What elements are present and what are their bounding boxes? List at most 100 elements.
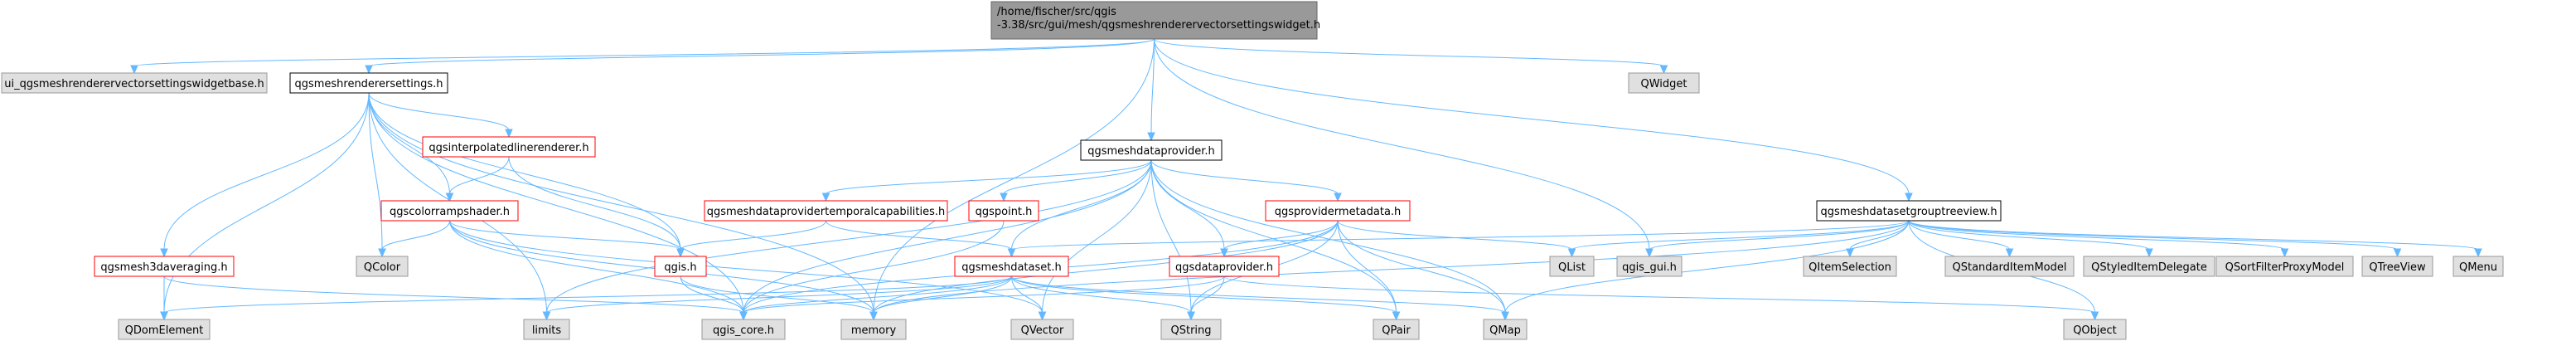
edge-root-to-qgis_gui <box>1154 38 1654 258</box>
node-label: qgsinterpolatedlinerenderer.h <box>429 142 588 154</box>
node-label: QMap <box>1489 324 1521 337</box>
node-qpair: QPair <box>1373 319 1420 340</box>
node-renderersettings[interactable]: qgsmeshrenderersettings.h <box>289 72 448 94</box>
edge-temporal-to-qgsh <box>676 220 826 258</box>
node-temporal[interactable]: qgsmeshdataprovidertemporalcapabilities.… <box>704 200 948 222</box>
node-qsortfilter: QSortFilterProxyModel <box>2215 256 2354 277</box>
edge-dataprovider-to-qvector <box>1038 159 1152 321</box>
edge-groupview-to-qstyled <box>1908 220 2153 258</box>
node-label: QStandardItemModel <box>1953 261 2067 274</box>
node-qstyled: QStyledItemDelegate <box>2083 256 2215 277</box>
edge-dataset-to-qdom <box>160 275 1012 321</box>
node-qtreeview: QTreeView <box>2361 256 2433 277</box>
node-label: QObject <box>2073 324 2117 337</box>
node-label: memory <box>851 324 897 337</box>
edge-renderersettings-to-qdom <box>160 92 370 321</box>
edge-root-to-dataprovider <box>1147 38 1155 142</box>
node-label: QTreeView <box>2369 261 2426 274</box>
node-dataset[interactable]: qgsmeshdataset.h <box>954 256 1069 277</box>
edge-dataset-to-qvector <box>1011 275 1047 321</box>
node-label: QVector <box>1021 324 1064 337</box>
edge-groupview-to-qgis_gui <box>1645 220 1910 258</box>
edge-interp-to-colorramp <box>445 156 510 202</box>
node-label: /home/fischer/src/qgis <box>997 6 1116 18</box>
edge-dataset-to-memory <box>869 275 1012 321</box>
node-label: qgspoint.h <box>976 206 1033 218</box>
edge-root-to-renderersettings <box>365 38 1155 75</box>
edge-dataset-to-qpair <box>1011 275 1401 321</box>
node-qmap: QMap <box>1483 319 1528 340</box>
node-label: QSortFilterProxyModel <box>2225 261 2345 274</box>
node-providermeta[interactable]: qgsprovidermetadata.h <box>1265 200 1411 222</box>
node-qcolor: QColor <box>356 256 409 277</box>
edge-qgsdataprov-to-qgis_core <box>739 275 1225 321</box>
node-label: QList <box>1558 261 1586 274</box>
node-limits: limits <box>523 319 570 340</box>
node-label: ui_qgsmeshrenderervectorsettingswidgetba… <box>4 78 264 90</box>
node-qstring: QString <box>1160 319 1222 340</box>
node-label: qgsmeshdataset.h <box>961 261 1061 274</box>
edge-groupview-to-qlist <box>1567 220 1910 258</box>
node-label: QPair <box>1382 324 1411 337</box>
edge-root-to-qwidget <box>1154 38 1668 75</box>
node-qstdmodel: QStandardItemModel <box>1944 256 2075 277</box>
node-label: qgsmeshdataprovidertemporalcapabilities.… <box>707 206 946 218</box>
edge-groupview-to-qstdmodel <box>1908 220 2014 258</box>
edge-groupview-to-memory <box>869 220 1910 321</box>
edge-dataprovider-to-qpair <box>1150 159 1401 321</box>
node-ui-base: ui_qgsmeshrenderervectorsettingswidgetba… <box>1 72 268 94</box>
node-label: qgsmeshdatasetgrouptreeview.h <box>1820 206 1997 218</box>
node-qitemsel: QItemSelection <box>1803 256 1897 277</box>
edge-dataset-to-limits <box>542 275 1012 321</box>
edge-interp-to-qgsh <box>508 156 685 258</box>
edge-dataset-to-qmap <box>1011 275 1509 321</box>
edge-groupview-to-qmap <box>1501 220 1910 321</box>
edge-root-to-groupview <box>1154 38 1913 202</box>
edge-renderersettings-to-qgsh <box>368 92 685 258</box>
node-qgis-core: qgis_core.h <box>701 319 786 340</box>
node-label: -3.38/src/gui/mesh/qgsmeshrenderervector… <box>997 19 1320 32</box>
edge-root-to-ui_base <box>130 38 1155 75</box>
edge-dataprovider-to-providermeta <box>1150 159 1342 202</box>
edge-groupview-to-qtreeview <box>1908 220 2402 258</box>
edge-providermeta-to-qlist <box>1337 220 1576 258</box>
node-label: qgis_core.h <box>713 324 774 337</box>
node-qvector: QVector <box>1010 319 1074 340</box>
edges-layer <box>130 38 2482 321</box>
node-label: QColor <box>364 261 401 274</box>
node-qgsh[interactable]: qgis.h <box>654 256 707 277</box>
node-label: qgsmesh3daveraging.h <box>100 261 227 274</box>
node-label: qgscolorrampshader.h <box>390 206 510 218</box>
edge-qgsh-to-qgis_core <box>680 275 748 321</box>
node-label: QItemSelection <box>1809 261 1891 274</box>
node-label: QDomElement <box>125 324 204 337</box>
node-qdom: QDomElement <box>118 319 211 340</box>
node-memory: memory <box>840 319 907 340</box>
node-groupview[interactable]: qgsmeshdatasetgrouptreeview.h <box>1816 200 2002 222</box>
node-root[interactable]: /home/fischer/src/qgis-3.38/src/gui/mesh… <box>990 1 1320 40</box>
node-label: QString <box>1170 324 1211 337</box>
node-dataprovider[interactable]: qgsmeshdataprovider.h <box>1080 139 1223 161</box>
node-qobject: QObject <box>2063 319 2127 340</box>
edge-qgsdataprov-to-qstring <box>1187 275 1225 321</box>
node-qlist: QList <box>1549 256 1595 277</box>
edge-dataprovider-to-temporal <box>821 159 1152 202</box>
edge-qgsdataprov-to-qobject <box>1223 275 2099 321</box>
node-label: QMenu <box>2459 261 2497 274</box>
edge-dataprovider-to-limits <box>542 159 1152 321</box>
node-label: QWidget <box>1640 78 1687 90</box>
node-qmenu: QMenu <box>2453 256 2504 277</box>
node-qgspoint[interactable]: qgspoint.h <box>968 200 1039 222</box>
node-mesh3d[interactable]: qgsmesh3daveraging.h <box>94 256 235 277</box>
node-label: qgsmeshdataprovider.h <box>1087 145 1215 158</box>
node-label: qgis_gui.h <box>1622 261 1677 274</box>
node-qgis-gui: qgis_gui.h <box>1616 256 1683 277</box>
node-qgsdataprov[interactable]: qgsdataprovider.h <box>1169 256 1280 277</box>
node-label: qgsmeshrenderersettings.h <box>294 78 443 90</box>
node-colorramp[interactable]: qgscolorrampshader.h <box>380 200 519 222</box>
node-label: limits <box>532 324 562 337</box>
node-interp[interactable]: qgsinterpolatedlinerenderer.h <box>422 136 596 158</box>
edge-renderersettings-to-mesh3d <box>160 92 370 258</box>
edge-groupview-to-dataset <box>1007 220 1910 258</box>
